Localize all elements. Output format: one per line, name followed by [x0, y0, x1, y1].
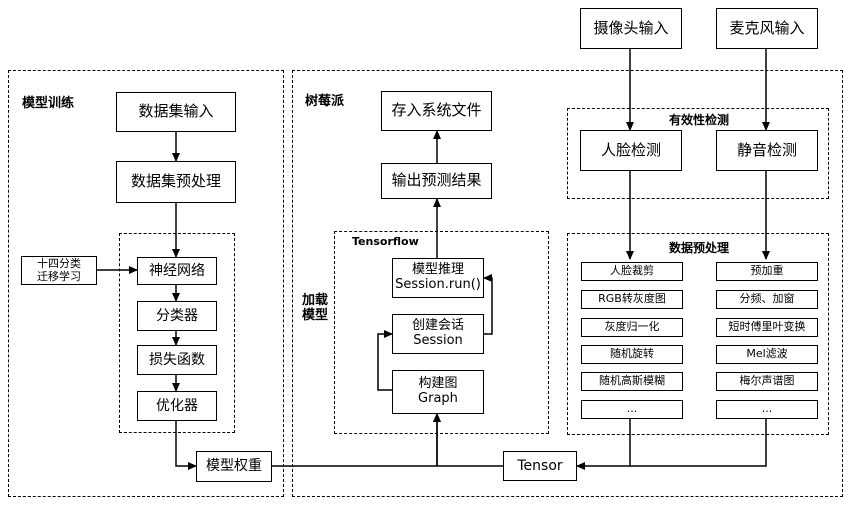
session-code: Session — [413, 334, 463, 349]
session-title: 创建会话 — [412, 319, 464, 334]
training-region-label: 模型训练 — [22, 92, 74, 111]
audio-step-spectrogram: 梅尔声谱图 — [716, 372, 818, 391]
build-graph-box: 构建图 Graph — [392, 370, 484, 414]
audio-step-stft: 短时傅里叶变换 — [716, 318, 818, 337]
audio-step-framing: 分频、加窗 — [716, 290, 818, 309]
inference-code: Session.run() — [395, 278, 481, 293]
face-detection-box: 人脸检测 — [580, 130, 682, 171]
camera-input-box: 摄像头输入 — [580, 8, 682, 49]
silence-detection-box: 静音检测 — [716, 130, 818, 171]
model-weights-box: 模型权重 — [196, 451, 272, 482]
audio-step-more: ... — [716, 400, 818, 419]
classifier-box: 分类器 — [137, 301, 217, 331]
face-step-grayscale: RGB转灰度图 — [581, 290, 683, 309]
face-step-normalize: 灰度归一化 — [581, 318, 683, 337]
transfer-note-line-1: 十四分类 — [37, 258, 81, 271]
mic-input-box: 麦克风输入 — [716, 8, 818, 49]
face-step-more: ... — [581, 400, 683, 419]
loss-function-box: 损失函数 — [137, 345, 217, 375]
output-result-box: 输出预测结果 — [381, 163, 492, 199]
load-model-label: 加载模型 — [302, 293, 332, 323]
tensorflow-region-label: Tensorflow — [352, 235, 419, 248]
preprocess-region-label: 数据预处理 — [669, 239, 729, 256]
optimizer-box: 优化器 — [137, 391, 217, 421]
save-file-box: 存入系统文件 — [381, 91, 492, 131]
inference-title: 模型推理 — [412, 263, 464, 278]
create-session-box: 创建会话 Session — [392, 314, 484, 354]
raspberry-region-label: 树莓派 — [305, 90, 344, 109]
inference-box: 模型推理 Session.run() — [392, 258, 484, 298]
validity-region-label: 有效性检测 — [669, 111, 729, 128]
face-step-crop: 人脸裁剪 — [581, 262, 683, 281]
face-step-blur: 随机高斯模糊 — [581, 372, 683, 391]
graph-title: 构建图 — [418, 377, 457, 392]
neural-network-box: 神经网络 — [137, 257, 217, 285]
audio-step-preemphasis: 预加重 — [716, 262, 818, 281]
graph-code: Graph — [418, 392, 458, 407]
dataset-input-box: 数据集输入 — [116, 92, 236, 132]
face-step-rotate: 随机旋转 — [581, 345, 683, 364]
transfer-note-line-2: 迁移学习 — [37, 271, 81, 284]
tensor-box: Tensor — [503, 451, 577, 481]
dataset-preprocess-box: 数据集预处理 — [116, 161, 236, 203]
transfer-learning-note: 十四分类 迁移学习 — [21, 256, 97, 285]
audio-step-mel: Mel滤波 — [716, 345, 818, 364]
